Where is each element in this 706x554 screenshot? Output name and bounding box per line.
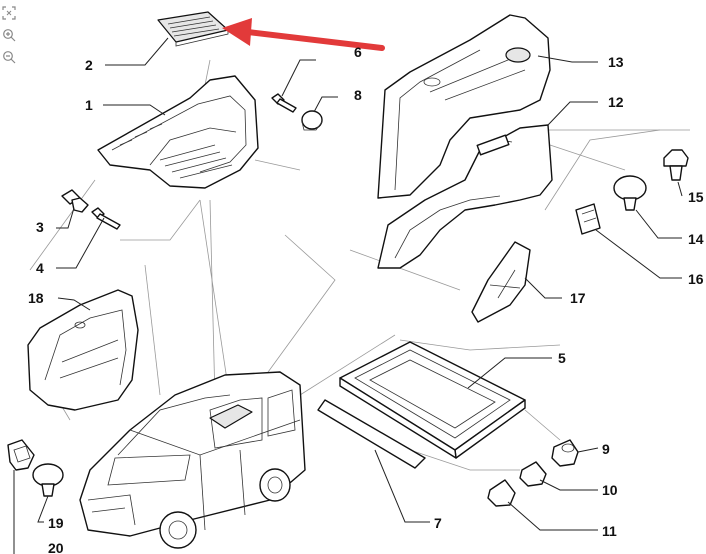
label-part-3[interactable]: 3: [36, 219, 44, 235]
zoom-in-icon[interactable]: [2, 28, 16, 42]
part-labels: 2 1 6 8 3 4 13 12 15 14 16 17 18 5 9 10 …: [28, 44, 704, 554]
label-part-19[interactable]: 19: [48, 515, 64, 531]
part-11-pad[interactable]: [487, 479, 516, 507]
part-5-floor-tray[interactable]: [339, 341, 526, 459]
part-17-bracket[interactable]: [471, 241, 531, 323]
label-part-7[interactable]: 7: [434, 515, 442, 531]
label-part-4[interactable]: 4: [36, 260, 44, 276]
zoom-toolbar: [2, 6, 18, 72]
label-part-16[interactable]: 16: [688, 271, 704, 287]
part-20-clip[interactable]: [7, 439, 35, 471]
part-19-clip[interactable]: [32, 463, 64, 497]
label-part-17[interactable]: 17: [570, 290, 586, 306]
label-part-12[interactable]: 12: [608, 94, 624, 110]
part-16-clip[interactable]: [575, 203, 601, 235]
part-13-side-panel[interactable]: [377, 14, 551, 199]
label-part-5[interactable]: 5: [558, 350, 566, 366]
label-part-18[interactable]: 18: [28, 290, 44, 306]
part-3-clip[interactable]: [61, 189, 89, 213]
label-part-2[interactable]: 2: [85, 57, 93, 73]
part-14-clip[interactable]: [613, 175, 647, 211]
part-7-strip[interactable]: [317, 399, 426, 469]
part-1-bracket[interactable]: [97, 75, 259, 189]
label-part-11[interactable]: 11: [602, 523, 617, 539]
guide-lines: [27, 59, 690, 471]
label-part-6[interactable]: 6: [354, 44, 362, 60]
label-part-20[interactable]: 20: [48, 540, 64, 554]
label-part-1[interactable]: 1: [85, 97, 93, 113]
part-8-cap[interactable]: [301, 110, 323, 131]
part-4-screw[interactable]: [91, 207, 121, 230]
label-part-8[interactable]: 8: [354, 87, 362, 103]
leader-lines: [13, 37, 683, 554]
part-18-trim-panel[interactable]: [27, 289, 139, 411]
label-part-15[interactable]: 15: [688, 189, 704, 205]
van-illustration: [79, 371, 306, 549]
part-10-pad[interactable]: [519, 461, 547, 487]
part-9-pad[interactable]: [551, 439, 579, 467]
part-2-mat[interactable]: [157, 11, 229, 47]
label-part-14[interactable]: 14: [688, 231, 704, 247]
part-15-pin[interactable]: [663, 149, 689, 181]
label-part-13[interactable]: 13: [608, 54, 624, 70]
label-part-10[interactable]: 10: [602, 482, 618, 498]
label-part-9[interactable]: 9: [602, 441, 610, 457]
part-12-arch-panel[interactable]: [377, 124, 553, 269]
pointer-arrow: [222, 18, 385, 51]
part-6-bolt[interactable]: [271, 93, 297, 113]
fit-screen-icon[interactable]: [2, 6, 16, 20]
zoom-out-icon[interactable]: [2, 50, 16, 64]
